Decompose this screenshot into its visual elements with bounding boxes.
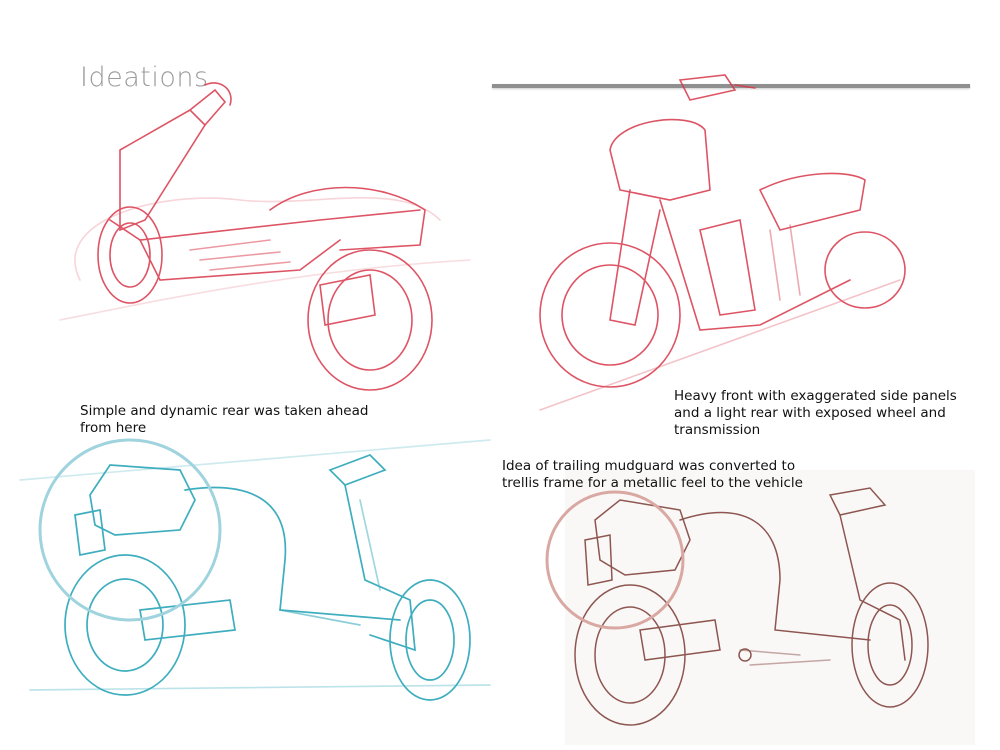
mudguard-annotation: Idea of trailing mudguard was converted … xyxy=(502,458,803,491)
brown-highlight-circle xyxy=(545,490,685,630)
red-scooter-sketch-1 xyxy=(59,82,471,391)
blue-highlight-circle xyxy=(38,438,222,622)
rear-annotation: Simple and dynamic rear was taken ahead … xyxy=(80,403,369,436)
brown-scooter-sketch xyxy=(545,487,929,726)
blue-scooter-sketch xyxy=(19,438,491,701)
front-annotation: Heavy front with exaggerated side panels… xyxy=(674,388,957,438)
red-scooter-sketch-2 xyxy=(539,74,906,411)
page-title: Ideations xyxy=(80,62,209,93)
header-rule xyxy=(492,84,970,88)
